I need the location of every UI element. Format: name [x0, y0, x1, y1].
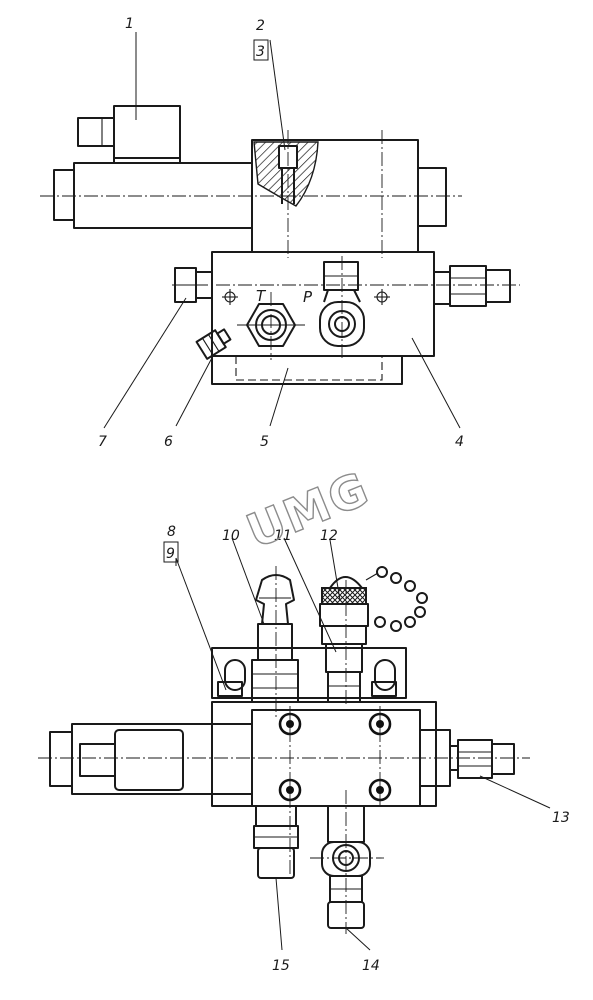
test-point-fitting: [319, 576, 369, 703]
callout-7: 7: [98, 434, 107, 450]
callout-3: 3: [256, 44, 265, 60]
knurled-cap: [321, 587, 367, 605]
lower-left-fitting: [253, 805, 299, 879]
coil-connector-front: [79, 743, 116, 777]
solenoid-connector: [77, 117, 115, 147]
solenoid-coil: [113, 105, 181, 159]
screw-head-left: [217, 681, 243, 697]
callout-8: 8: [167, 524, 176, 540]
right-end-cap: [417, 167, 447, 227]
callout-9: 9: [166, 546, 175, 562]
callout-3-box: [253, 39, 269, 61]
right-fitting-nut: [449, 265, 487, 307]
callout-15: 15: [272, 958, 290, 974]
callout-2: 2: [256, 18, 265, 34]
rear-body: [211, 701, 437, 807]
hose-barb-fitting: [251, 574, 299, 703]
screw-head-right: [371, 681, 397, 697]
callout-14: 14: [362, 958, 380, 974]
callout-4: 4: [455, 434, 464, 450]
plate-slot-right: [374, 659, 396, 691]
plate-slot-left: [224, 659, 246, 691]
right-fitting-front: [457, 739, 493, 779]
base-plate: [211, 355, 403, 385]
manifold-bolts: [278, 712, 392, 802]
callout-1: 1: [125, 16, 134, 32]
callout-11: 11: [274, 528, 292, 544]
callout-10: 10: [222, 528, 240, 544]
callout-5: 5: [260, 434, 269, 450]
leader-lines: [103, 32, 551, 951]
callout-6: 6: [164, 434, 173, 450]
angled-plug: [195, 328, 232, 360]
solenoid-tube: [73, 162, 253, 229]
solenoid-end-cap: [53, 169, 75, 221]
bottom-view: [38, 566, 530, 934]
cap-chain: [365, 566, 428, 632]
callout-9-box: [163, 541, 179, 563]
port-label-p: P: [303, 288, 313, 306]
rear-plate: [211, 647, 407, 699]
section-cutaway: [253, 141, 319, 207]
port-label-t: T: [256, 287, 267, 305]
barb-hex-nut: [251, 659, 299, 703]
callout-12: 12: [320, 528, 338, 544]
solenoid-tube-front: [71, 723, 253, 795]
top-view: [40, 105, 520, 385]
coil-nut-front: [114, 729, 184, 791]
solenoid-end-front: [49, 731, 73, 787]
watermark-text: UMG: [239, 461, 377, 559]
mounting-holes: [222, 289, 390, 305]
callout-13: 13: [552, 810, 570, 826]
